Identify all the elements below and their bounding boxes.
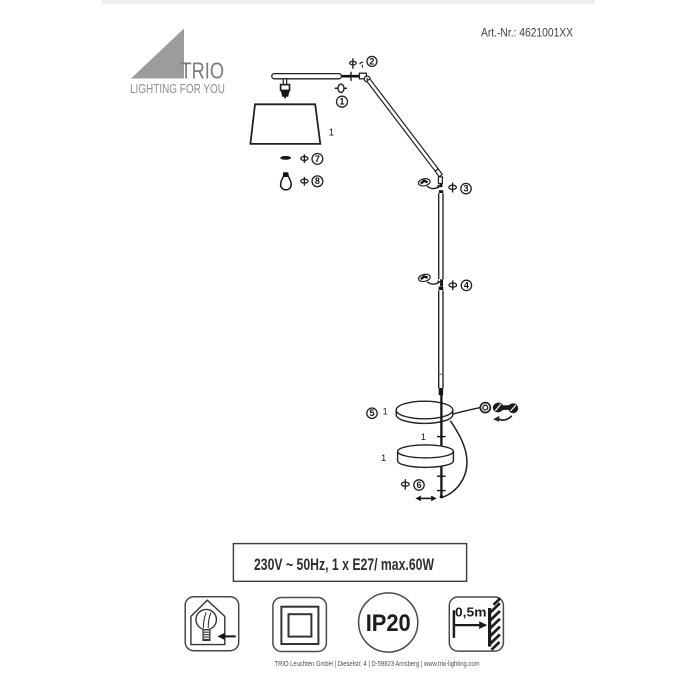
svg-text:0,5m: 0,5m bbox=[455, 604, 487, 619]
svg-text:4: 4 bbox=[464, 280, 469, 290]
svg-text:TRIO Leuchten GmbH | Die: TRIO Leuchten GmbH | Dieselstr. 4 | D-59… bbox=[275, 659, 480, 668]
svg-text:1: 1 bbox=[329, 127, 335, 138]
svg-text:LIGHTING FOR YOU: LIGHTING FOR YOU bbox=[130, 81, 225, 96]
svg-text:1: 1 bbox=[381, 453, 386, 464]
svg-text:7: 7 bbox=[315, 154, 320, 164]
svg-text:6: 6 bbox=[416, 480, 421, 490]
svg-text:8: 8 bbox=[315, 176, 320, 186]
svg-text:Art.-Nr.: 4621001XX: Art.-Nr.: 4621001XX bbox=[481, 26, 573, 40]
svg-text:2: 2 bbox=[369, 56, 374, 66]
svg-text:5: 5 bbox=[369, 408, 374, 418]
svg-text:1: 1 bbox=[339, 97, 344, 107]
svg-text:3: 3 bbox=[463, 184, 468, 194]
svg-text:1: 1 bbox=[421, 432, 426, 443]
svg-text:230V ~ 50Hz, 1 x E27/ max.60W: 230V ~ 50Hz, 1 x E27/ max.60W bbox=[254, 555, 435, 574]
svg-text:IP20: IP20 bbox=[366, 610, 411, 637]
svg-text:TRIO: TRIO bbox=[181, 58, 225, 84]
svg-text:1: 1 bbox=[383, 406, 388, 416]
